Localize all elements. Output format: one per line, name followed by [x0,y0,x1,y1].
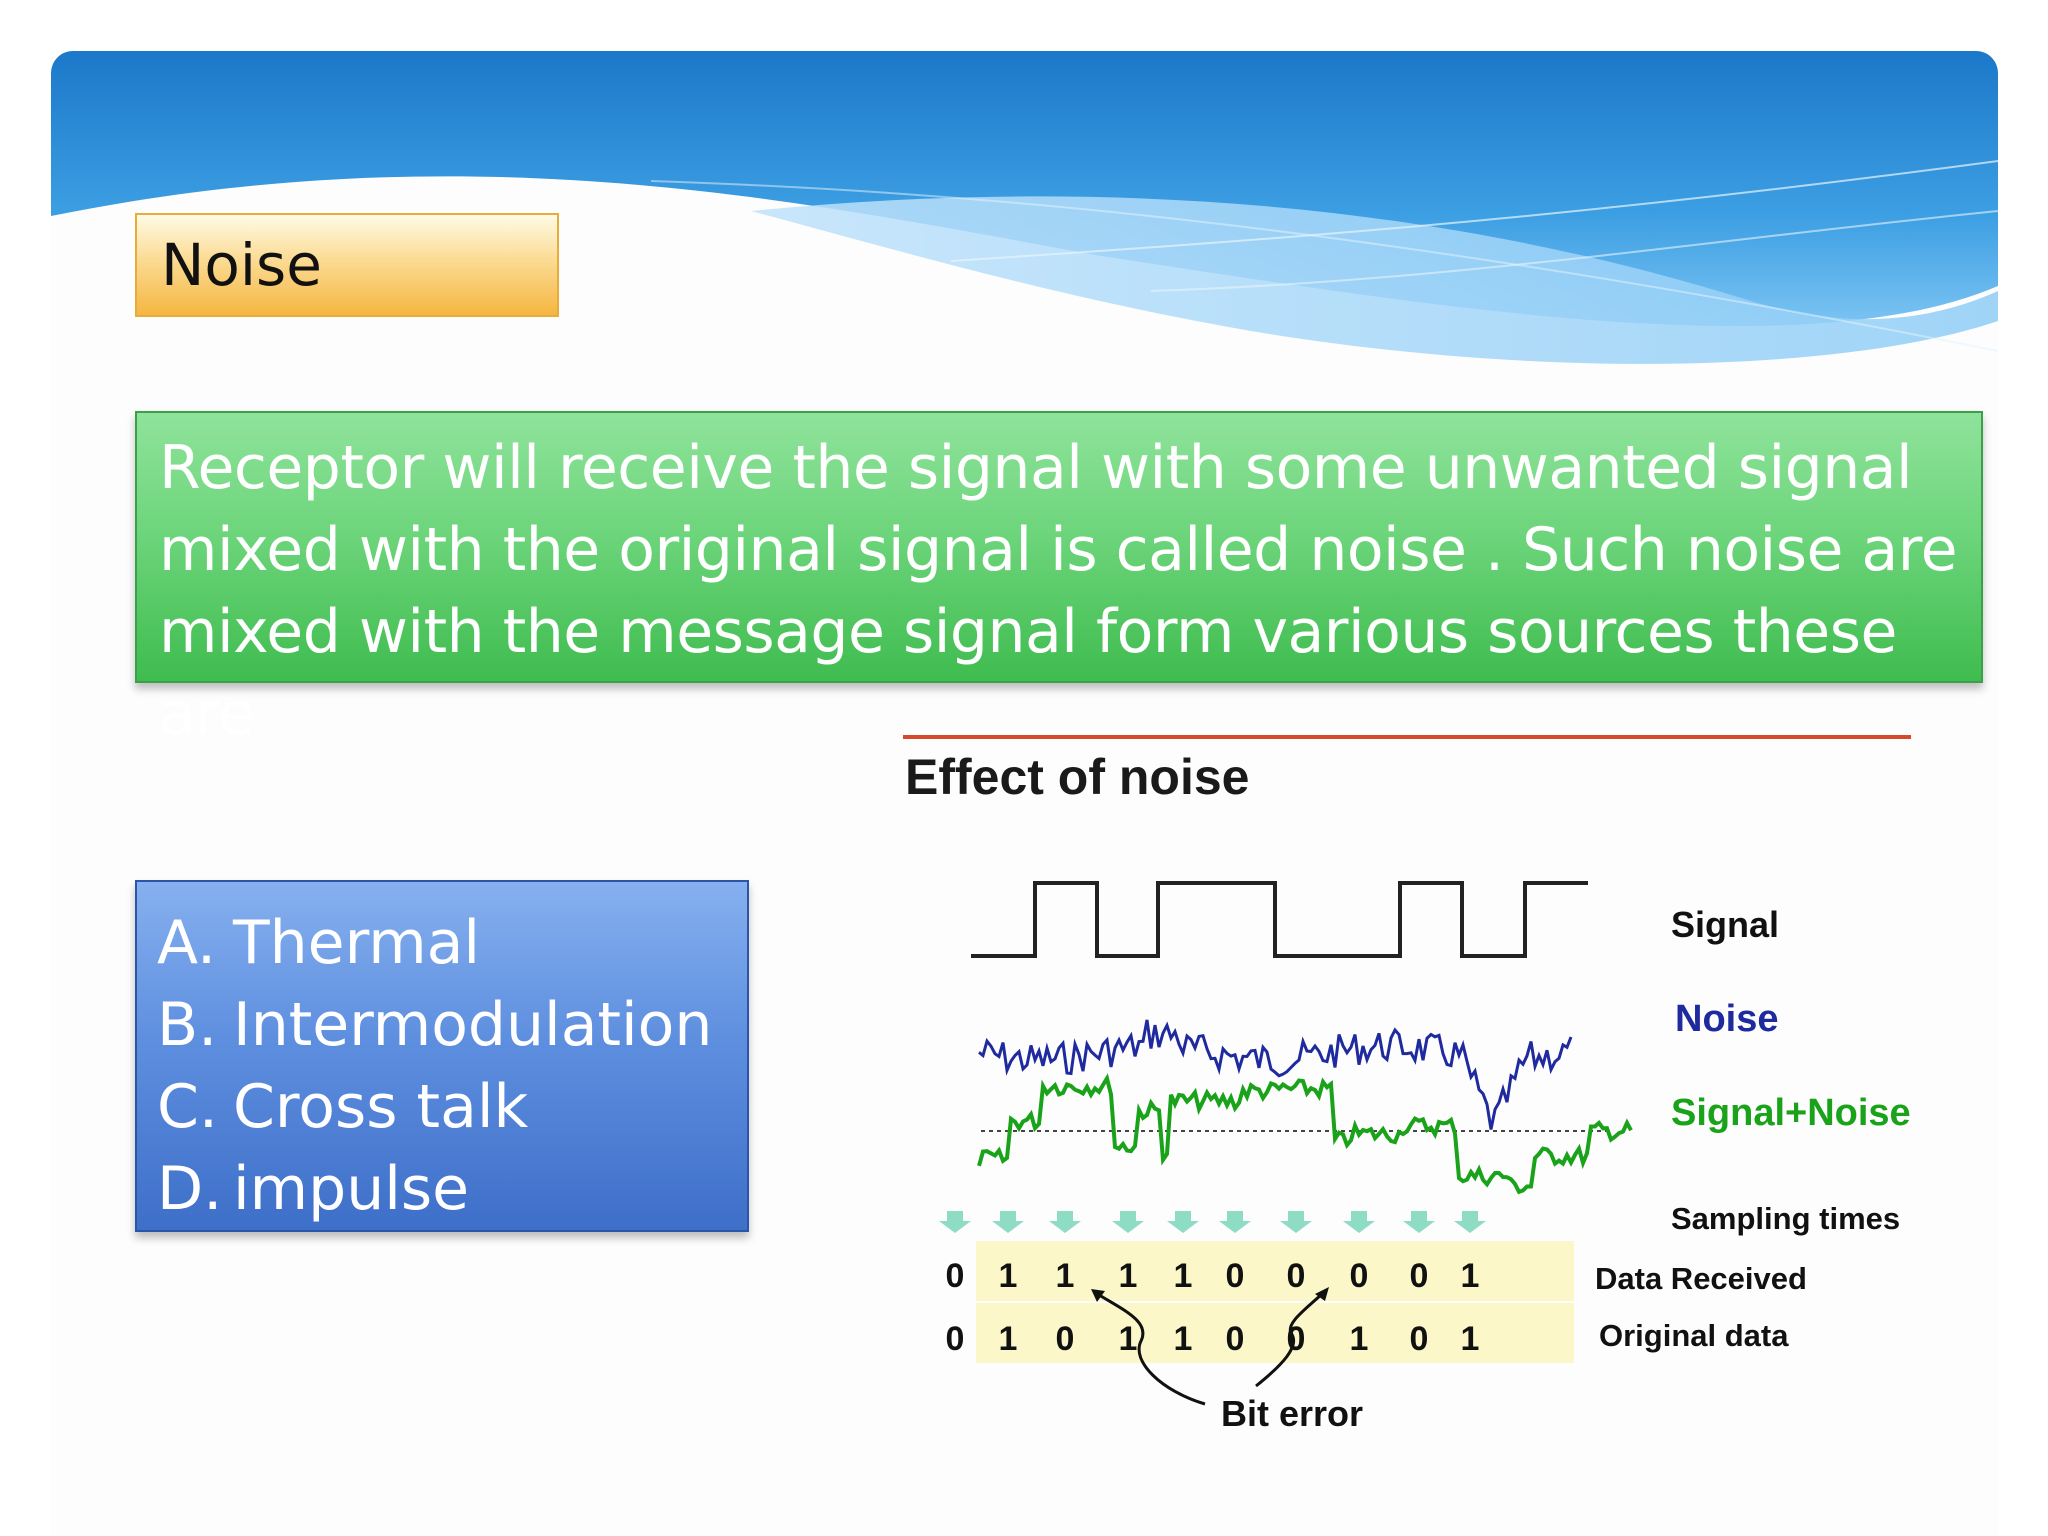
noise-label: Noise [1675,998,1778,1040]
list-item: A.Thermal [157,902,480,984]
received-bit: 0 [1226,1257,1245,1295]
bit-error-label: Bit error [1221,1393,1363,1434]
sampling-arrows [939,1211,1486,1233]
sampling-arrow [1343,1211,1375,1233]
signal-noise-waveform [977,1073,1633,1195]
original-data-label: Original data [1599,1318,1789,1353]
sampling-arrow [1280,1211,1312,1233]
arrowhead [1315,1287,1329,1301]
sampling-arrow [1167,1211,1199,1233]
original-bit: 1 [1461,1320,1480,1358]
received-bit: 1 [999,1257,1018,1295]
bit-error-arrow [1095,1291,1206,1406]
list-letter: C. [157,1072,218,1142]
original-bit: 1 [1350,1320,1369,1358]
sampling-arrow [939,1211,971,1233]
sampling-arrow [1219,1211,1251,1233]
sampling-arrow [1112,1211,1144,1233]
diagram-title: Effect of noise [905,749,1249,805]
noise-types-list: A.Thermal B.Intermodulation C.Cross talk… [135,880,749,1232]
description-text: Receptor will receive the signal with so… [159,433,1958,749]
noise-waveform [978,1019,1573,1130]
description-box: Receptor will receive the signal with so… [135,411,1983,749]
sampling-arrow [992,1211,1024,1233]
original-bit: 0 [1056,1320,1075,1358]
received-bit: 0 [946,1257,965,1295]
received-bit: 1 [1056,1257,1075,1295]
signal-waveform [971,881,1588,958]
sampling-arrow [1454,1211,1486,1233]
original-bit: 1 [1119,1320,1138,1358]
list-text: Cross talk [233,1072,529,1142]
list-text: impulse [233,1154,470,1224]
received-bit: 0 [1350,1257,1369,1295]
wave-header [51,51,1998,364]
list-letter: D. [157,1154,223,1224]
received-bit: 0 [1410,1257,1429,1295]
list-item: C.Cross talk [157,1066,528,1148]
signal-noise-label: Signal+Noise [1671,1092,1911,1134]
received-bit: 1 [1119,1257,1138,1295]
sampling-times-label: Sampling times [1671,1201,1900,1236]
slide: Noise Receptor will receive the signal w… [51,51,1998,1536]
list-text: Intermodulation [233,990,713,1060]
data-received-label: Data Received [1595,1261,1807,1296]
original-bit: 1 [1174,1320,1193,1358]
original-bit: 0 [1410,1320,1429,1358]
received-bit: 1 [1461,1257,1480,1295]
list-text: Thermal [233,908,481,978]
sampling-arrow [1049,1211,1081,1233]
data-received-band [976,1241,1574,1301]
received-bit: 0 [1287,1257,1306,1295]
original-bit: 1 [999,1320,1018,1358]
original-bit: 0 [946,1320,965,1358]
bit-error-arrow [1255,1291,1325,1388]
sampling-arrow [1403,1211,1435,1233]
effect-of-noise-diagram: Effect of noise 0 1 1 1 1 0 0 0 [903,735,1911,1434]
list-letter: A. [157,908,217,978]
original-data-band [976,1303,1574,1363]
slide-title: Noise [161,231,322,299]
list-item: B.Intermodulation [157,984,712,1066]
list-letter: B. [157,990,218,1060]
title-box: Noise [135,213,559,317]
original-bit: 0 [1226,1320,1245,1358]
received-bit: 1 [1174,1257,1193,1295]
arrowhead [1091,1289,1105,1302]
signal-label: Signal [1671,904,1779,945]
bit-error-arrows [1095,1291,1325,1406]
list-item: D.impulse [157,1148,469,1230]
